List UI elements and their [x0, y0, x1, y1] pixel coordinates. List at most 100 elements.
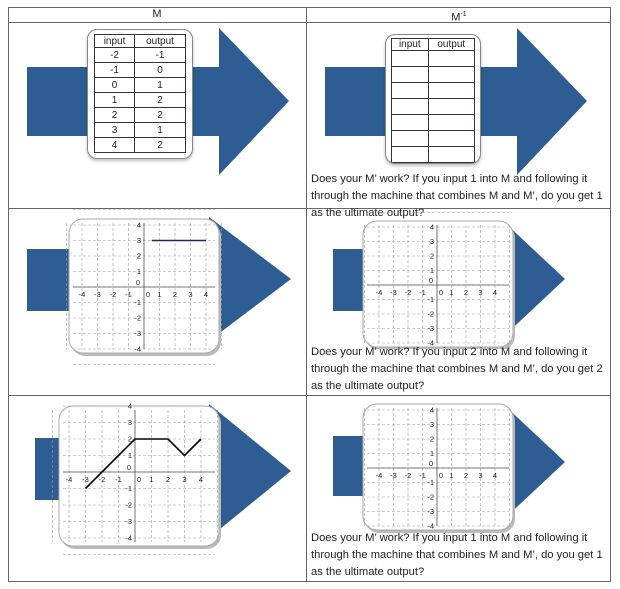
empty-cell[interactable] — [427, 50, 476, 67]
y-tick-label: 0 — [136, 278, 140, 287]
empty-cell[interactable] — [427, 82, 476, 99]
y-tick-label: 3 — [430, 237, 434, 246]
empty-cell[interactable] — [427, 130, 476, 147]
table-row — [391, 114, 476, 131]
x-tick-label: -3 — [94, 290, 101, 299]
y-tick-label: 4 — [128, 402, 132, 411]
x-tick-label: -1 — [419, 471, 426, 480]
x-tick-label: 4 — [493, 471, 497, 480]
question-1: Does your M’ work? If you input 1 into M… — [311, 173, 603, 219]
inverse-mapping-table: input output — [391, 38, 476, 163]
empty-cell[interactable] — [391, 130, 429, 147]
table-row — [391, 146, 476, 163]
x-tick-label: -4 — [79, 290, 86, 299]
table-row — [391, 82, 476, 99]
x-tick-label: 0 — [439, 288, 443, 297]
x-tick-label: -4 — [376, 471, 383, 480]
mapping-output-cell: 1 — [134, 77, 186, 93]
table-border-right — [610, 7, 611, 582]
empty-cell[interactable] — [427, 114, 476, 131]
header-right-superscript: -1 — [460, 11, 467, 18]
x-tick-label: 1 — [449, 471, 453, 480]
y-tick-label: -1 — [427, 478, 434, 487]
x-tick-label: 0 — [439, 471, 443, 480]
mapping-output-cell: 0 — [134, 62, 186, 78]
empty-cell[interactable] — [427, 146, 476, 163]
x-tick-label: 3 — [188, 290, 192, 299]
mapping-output-cell: 1 — [134, 122, 186, 138]
table-border-bottom — [8, 581, 611, 582]
y-tick-label: -3 — [125, 517, 132, 526]
empty-cell[interactable] — [427, 98, 476, 115]
y-tick-label: -4 — [427, 522, 434, 531]
table-column-divider — [306, 7, 307, 582]
graph-card — [362, 220, 514, 348]
x-tick-label: 3 — [182, 475, 186, 484]
y-tick-label: -2 — [134, 314, 141, 323]
x-tick-label: 0 — [137, 475, 141, 484]
table-row — [391, 98, 476, 115]
y-tick-label: 1 — [137, 267, 141, 276]
header-left: M — [8, 7, 306, 22]
inverse-table-output-header: output — [427, 38, 476, 51]
x-tick-label: -2 — [99, 475, 106, 484]
x-tick-label: -2 — [110, 290, 117, 299]
x-tick-label: -1 — [419, 288, 426, 297]
table-row-divider-2 — [8, 395, 611, 396]
empty-cell[interactable] — [427, 66, 476, 83]
table-header-divider — [8, 22, 611, 23]
header-left-label: M — [152, 8, 162, 20]
y-tick-label: 4 — [137, 221, 141, 230]
x-tick-label: -4 — [376, 288, 383, 297]
y-tick-label: 1 — [128, 451, 132, 460]
x-tick-label: -2 — [405, 288, 412, 297]
x-tick-label: -3 — [390, 471, 397, 480]
mapping-input-cell: 4 — [93, 137, 136, 153]
x-tick-label: 1 — [149, 475, 153, 484]
x-tick-label: 4 — [199, 475, 203, 484]
y-tick-label: 1 — [430, 449, 434, 458]
x-tick-label: 2 — [464, 471, 468, 480]
empty-cell[interactable] — [391, 98, 429, 115]
x-tick-label: -2 — [405, 471, 412, 480]
y-tick-label: 0 — [429, 276, 433, 285]
header-right: M-1 — [307, 7, 611, 24]
empty-cell[interactable] — [391, 82, 429, 99]
mapping-output-cell: 2 — [134, 107, 186, 123]
mapping-input-cell: 0 — [93, 77, 136, 93]
mapping-input-cell: 2 — [93, 107, 136, 123]
y-tick-label: 2 — [430, 252, 434, 261]
x-tick-label: -3 — [82, 475, 89, 484]
y-tick-label: -2 — [427, 310, 434, 319]
y-tick-label: -3 — [427, 324, 434, 333]
empty-cell[interactable] — [391, 114, 429, 131]
x-tick-label: 0 — [146, 290, 150, 299]
y-tick-label: -1 — [427, 295, 434, 304]
mapping-table-output-header: output — [134, 34, 186, 48]
x-tick-label: 2 — [464, 288, 468, 297]
graph-polyline — [84, 438, 202, 490]
table-row — [391, 50, 476, 67]
y-tick-label: -4 — [134, 345, 141, 354]
question-3: Does your M’ work? If you input 1 into M… — [311, 532, 603, 578]
x-tick-label: -4 — [66, 475, 73, 484]
x-tick-label: 1 — [157, 290, 161, 299]
y-tick-label: -3 — [427, 507, 434, 516]
empty-cell[interactable] — [391, 146, 429, 163]
empty-cell[interactable] — [391, 50, 429, 67]
empty-cell[interactable] — [391, 66, 429, 83]
x-tick-label: 4 — [493, 288, 497, 297]
x-tick-label: 4 — [204, 290, 208, 299]
